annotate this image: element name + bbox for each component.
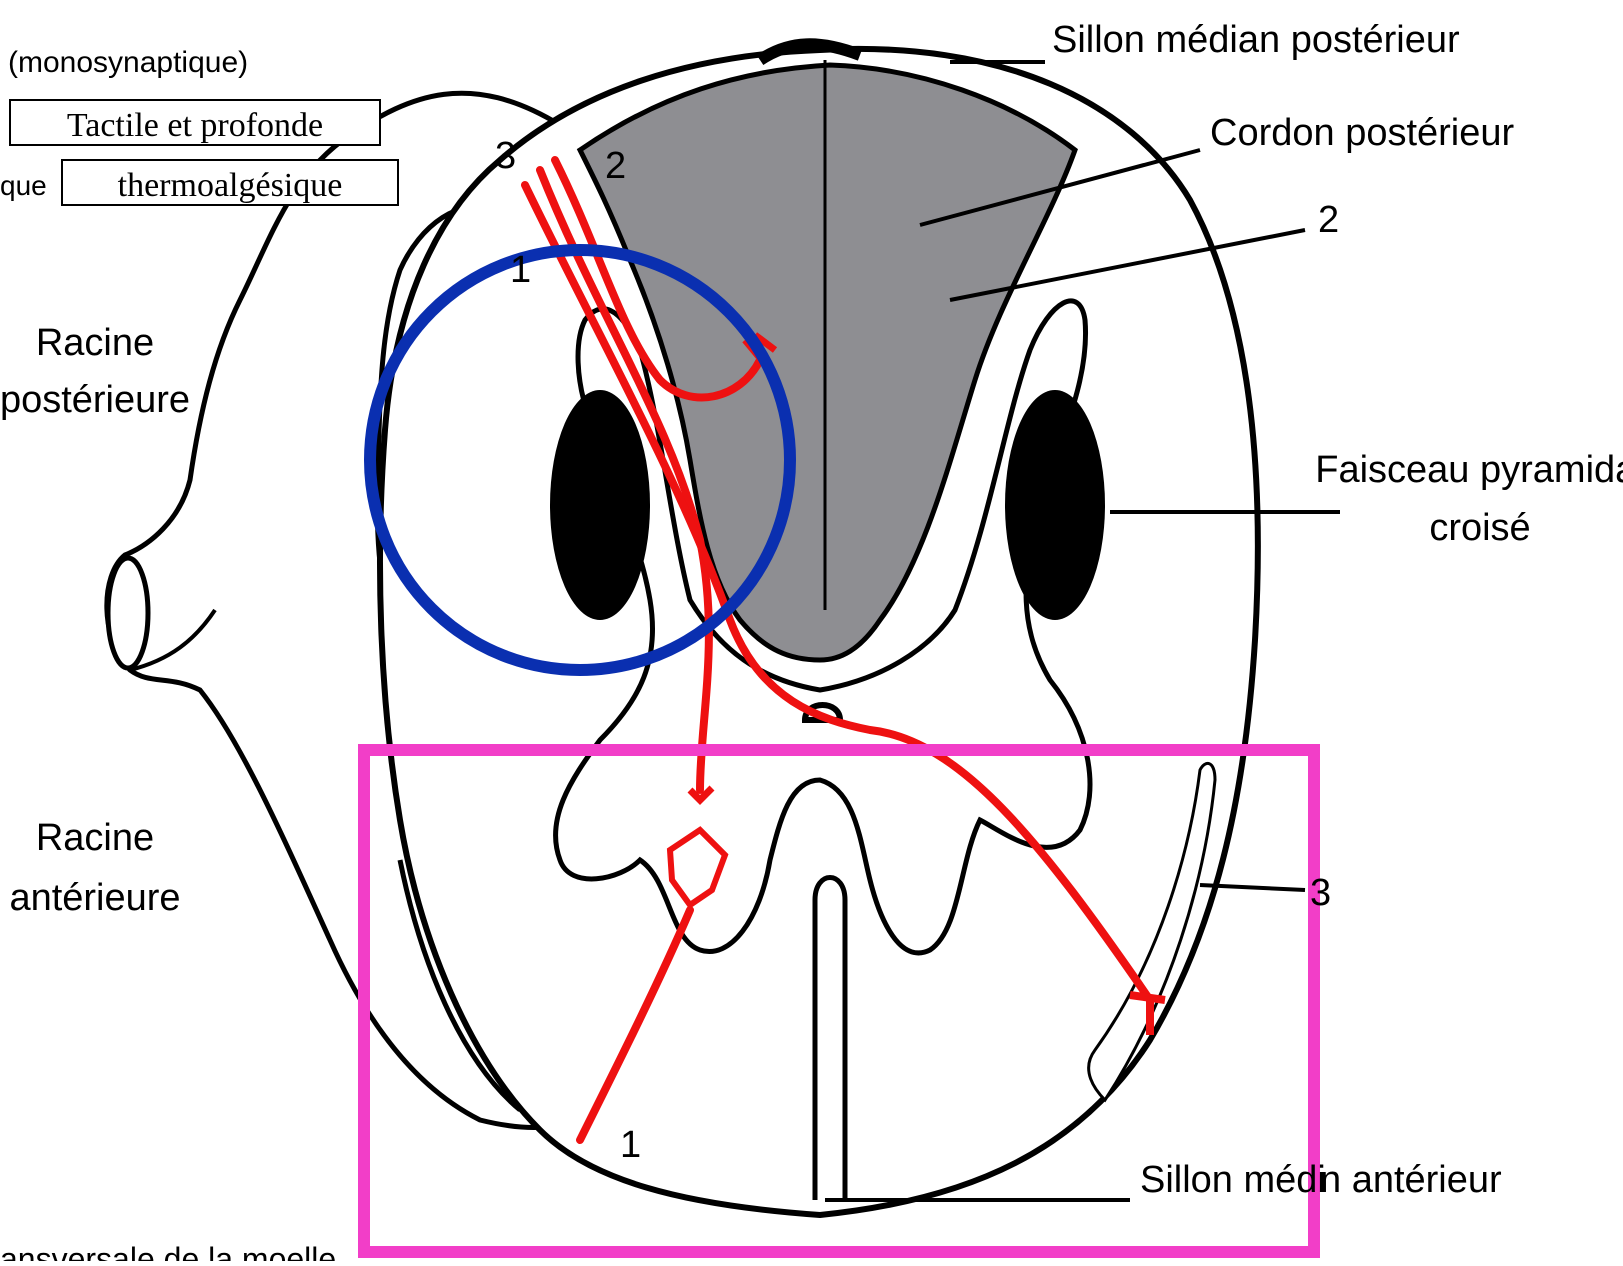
label-bottom-caption-fragment: ansversale de la moelle — [0, 1241, 336, 1261]
label-faisceau-pyramidal-2: croisé — [1429, 507, 1530, 549]
lateral-tract-left — [550, 390, 650, 620]
box-thermo: thermoalgésique — [62, 160, 398, 205]
label-racine-anterieure-2: antérieure — [9, 877, 180, 919]
label-number-2-right: 2 — [1318, 199, 1339, 241]
label-sillon-median-anterieur-part1: Sillon médi — [1140, 1159, 1326, 1201]
box-thermo-label: thermoalgésique — [118, 167, 343, 204]
box-tactile: Tactile et profonde — [10, 100, 380, 145]
label-racine-posterieure-1: Racine — [36, 322, 154, 364]
box-tactile-label: Tactile et profonde — [67, 107, 323, 144]
label-cordon-posterieur: Cordon postérieur — [1210, 112, 1515, 154]
anterior-median-fissure — [815, 878, 845, 1201]
label-number-1-root: 1 — [510, 249, 531, 291]
label-racine-posterieure-2: postérieure — [0, 379, 190, 421]
label-number-3-right: 3 — [1310, 872, 1331, 914]
label-number-3-root: 3 — [495, 135, 516, 177]
root-cut-end — [108, 558, 148, 668]
lateral-tract-right — [1005, 390, 1105, 620]
label-monosynaptique: (monosynaptique) — [8, 46, 248, 79]
label-number-1-bottom: 1 — [620, 1124, 641, 1166]
label-sillon-median-anterieur-part2: n antérieur — [1320, 1159, 1502, 1201]
label-faisceau-pyramidal-1: Faisceau pyramidal — [1315, 449, 1623, 491]
label-sillon-median-posterieur: Sillon médian postérieur — [1052, 19, 1460, 61]
label-que-fragment: que — [0, 170, 47, 201]
label-racine-anterieure-1: Racine — [36, 817, 154, 859]
label-number-2-root: 2 — [605, 145, 626, 187]
